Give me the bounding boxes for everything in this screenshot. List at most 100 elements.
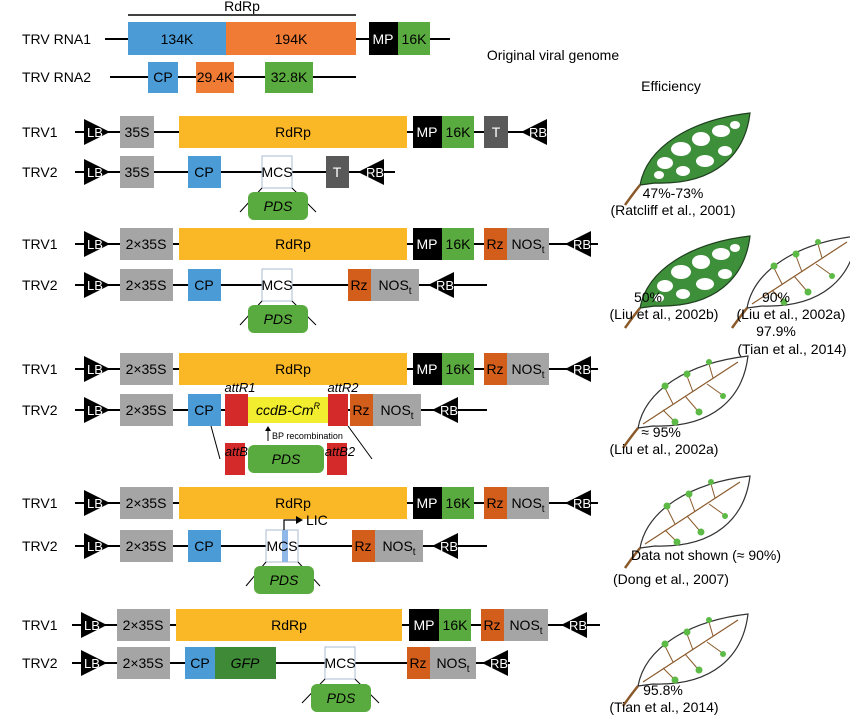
promoter-label: 2×35S	[126, 277, 167, 293]
mcs-box	[324, 646, 356, 680]
promoter-2x35s	[120, 530, 173, 562]
mcs-label: MCS	[261, 164, 292, 180]
rz-label: Rz	[486, 495, 503, 511]
citation: (Liu et al., 2002a)	[737, 306, 846, 322]
rdrp-label: RdRp	[275, 361, 311, 377]
rb-label: RB	[573, 237, 591, 252]
lb-label: LB	[87, 165, 103, 180]
block-cp	[185, 647, 215, 679]
rb-arrow	[428, 272, 454, 298]
ccdb-cassette	[248, 397, 328, 423]
k16-label: 16K	[446, 236, 472, 252]
nos-terminator	[373, 394, 421, 426]
nos-terminator	[507, 228, 549, 260]
promoter-2x35s	[120, 394, 173, 426]
efficiency-value: 95.8%	[643, 682, 683, 698]
promoter-label: 35S	[125, 124, 150, 140]
rb-label: RB	[529, 125, 547, 140]
rb-label: RB	[573, 496, 591, 511]
original-genome: RdRp TRV RNA1 134K 194K MP 16K TRV RNA2 …	[22, 0, 619, 93]
rdrp-label: RdRp	[275, 236, 311, 252]
terminator-t	[484, 116, 508, 148]
block-mp	[413, 116, 442, 148]
trv2-label: TRV2	[22, 538, 58, 554]
attr1-site	[225, 394, 248, 426]
rb-label: RB	[569, 618, 587, 633]
block-rdrp	[179, 116, 407, 148]
lb-label: LB	[87, 403, 103, 418]
rb-label: RB	[440, 539, 458, 554]
citation: (Tian et al., 2014)	[609, 699, 718, 715]
trv-rna2-label: TRV RNA2	[22, 69, 91, 85]
ribozyme-rz	[484, 228, 507, 260]
rz-label: Rz	[350, 277, 367, 293]
lb-arrow	[84, 397, 110, 423]
block-16k	[398, 22, 430, 55]
promoter-label: 2×35S	[123, 617, 164, 633]
block-16k	[439, 609, 471, 641]
ribozyme-rz	[484, 353, 507, 385]
ccdb-label: ccdB-CmR	[256, 401, 321, 418]
mp-label: MP	[417, 124, 438, 140]
lb-arrow	[84, 231, 110, 257]
promoter-35s	[120, 116, 154, 148]
efficiency-value: 90%	[762, 289, 790, 305]
pds-label: PDS	[272, 451, 301, 467]
block-rdrp	[179, 353, 407, 385]
construct-5: TRV1 LB 2×35S RdRp MP 16K Rz NOSt RB TRV…	[22, 609, 750, 715]
k16-label: 16K	[446, 124, 472, 140]
cp-label: CP	[194, 402, 213, 418]
lic-arrow-head	[296, 516, 303, 524]
block-134k-label: 134K	[161, 31, 194, 47]
lb-arrow	[84, 533, 110, 559]
promoter-2x35s	[117, 647, 170, 679]
block-16k	[442, 487, 474, 519]
attr1-label: attR1	[224, 380, 255, 395]
promoter-label: 2×35S	[126, 402, 167, 418]
citation: (Ratcliff et al., 2001)	[610, 202, 735, 218]
ribozyme-rz	[407, 647, 430, 679]
promoter-label: 2×35S	[126, 538, 167, 554]
lic-arrow	[283, 519, 296, 530]
trv2-label: TRV2	[22, 164, 58, 180]
trv-rna1-label: TRV RNA1	[22, 31, 91, 47]
block-rdrp	[179, 487, 407, 519]
nos-terminator	[504, 609, 548, 641]
promoter-label: 2×35S	[126, 361, 167, 377]
pds-label: PDS	[264, 198, 293, 214]
lb-label: LB	[84, 618, 100, 633]
lb-arrow	[84, 356, 110, 382]
cp-label: CP	[194, 277, 213, 293]
attr2-site	[328, 394, 348, 426]
lb-label: LB	[87, 539, 103, 554]
nos-terminator	[375, 530, 423, 562]
ribozyme-rz	[350, 394, 373, 426]
original-genome-caption: Original viral genome	[487, 47, 619, 63]
citation: (Tian et al., 2014)	[737, 341, 846, 357]
rb-arrow	[565, 490, 591, 516]
nos-terminator	[507, 487, 549, 519]
nos-terminator	[371, 269, 419, 301]
lb-arrow	[84, 490, 110, 516]
block-rdrp	[179, 228, 407, 260]
terminator-label: T	[492, 124, 501, 140]
efficiency-header: Efficiency	[641, 78, 701, 94]
block-16k	[442, 353, 474, 385]
promoter-label: 2×35S	[126, 236, 167, 252]
lb-arrow	[84, 119, 110, 145]
rb-arrow	[432, 397, 458, 423]
terminator-t	[326, 156, 349, 188]
rb-arrow	[521, 119, 547, 145]
rz-label: Rz	[486, 236, 503, 252]
nos-terminator	[430, 647, 476, 679]
block-cp	[188, 156, 221, 188]
block-194k-label: 194K	[275, 31, 308, 47]
construct-1: TRV1 LB 35S RdRp MP 16K T RB TRV2 LB 35S…	[22, 111, 752, 220]
insert-line-right	[347, 425, 373, 460]
efficiency-value: 97.9%	[756, 323, 796, 339]
lic-site	[282, 530, 288, 562]
block-cp	[188, 394, 221, 426]
lic-label: LIC	[306, 512, 328, 528]
nos-label: NOSt	[511, 361, 544, 381]
k16-label: 16K	[443, 617, 469, 633]
